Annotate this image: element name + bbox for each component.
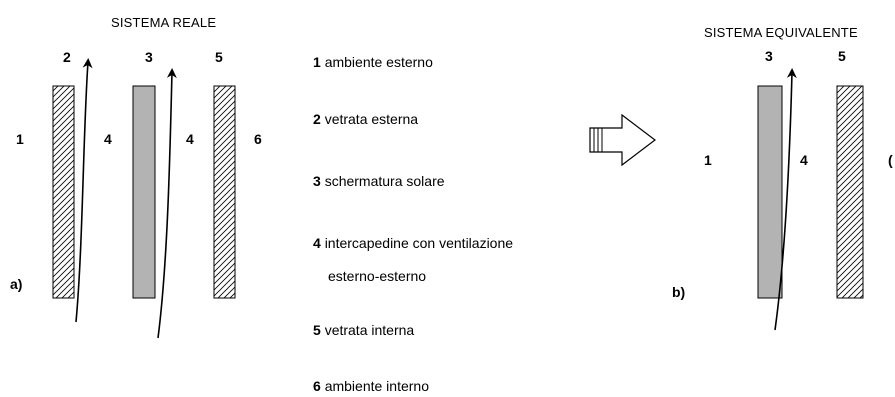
equivalent-label-shade-number: 3	[765, 48, 773, 64]
legend-item: 4 intercapedine con ventilazione	[313, 235, 514, 251]
equivalent-label-inner-glass-number: 5	[838, 48, 846, 64]
equivalent-shade-pane	[757, 85, 783, 299]
label-inside-number: 6	[254, 131, 262, 147]
equivalent-inner-glass-pane	[836, 85, 864, 299]
left-system-title: SISTEMA REALE	[111, 15, 217, 30]
equivalent-label-outside-number: 1	[704, 152, 712, 168]
legend-item: 5 vetrata interna	[313, 322, 415, 338]
equivalent-label-inside-partial: (	[888, 152, 893, 168]
airflow-arrow-equivalent	[774, 68, 797, 331]
airflow-arrow-gap-a	[75, 58, 93, 323]
panel-label-b: b)	[672, 284, 686, 300]
legend-item: 3 schermatura solare	[313, 173, 445, 189]
legend-item: 2 vetrata esterna	[313, 111, 419, 127]
solar-shade-pane	[132, 85, 156, 299]
transition-arrow	[589, 113, 656, 167]
legend-item: 6 ambiente interno	[313, 378, 429, 394]
legend-item-continuation: esterno-esterno	[328, 268, 427, 284]
label-gap-a-number: 4	[104, 131, 112, 147]
label-inner-glass-number: 5	[215, 49, 223, 65]
inner-glass-pane	[213, 85, 236, 299]
label-outside-number: 1	[16, 131, 24, 147]
label-outer-glass-number: 2	[63, 49, 71, 65]
equivalent-label-gap-number: 4	[800, 152, 808, 168]
legend-item: 1 ambiente esterno	[313, 54, 433, 70]
right-system-title: SISTEMA EQUIVALENTE	[704, 25, 858, 40]
airflow-arrow-gap-b	[157, 68, 177, 339]
panel-label-a: a)	[10, 276, 23, 292]
outer-glass-pane	[52, 85, 75, 299]
label-gap-b-number: 4	[186, 131, 194, 147]
label-shade-number: 3	[145, 49, 153, 65]
